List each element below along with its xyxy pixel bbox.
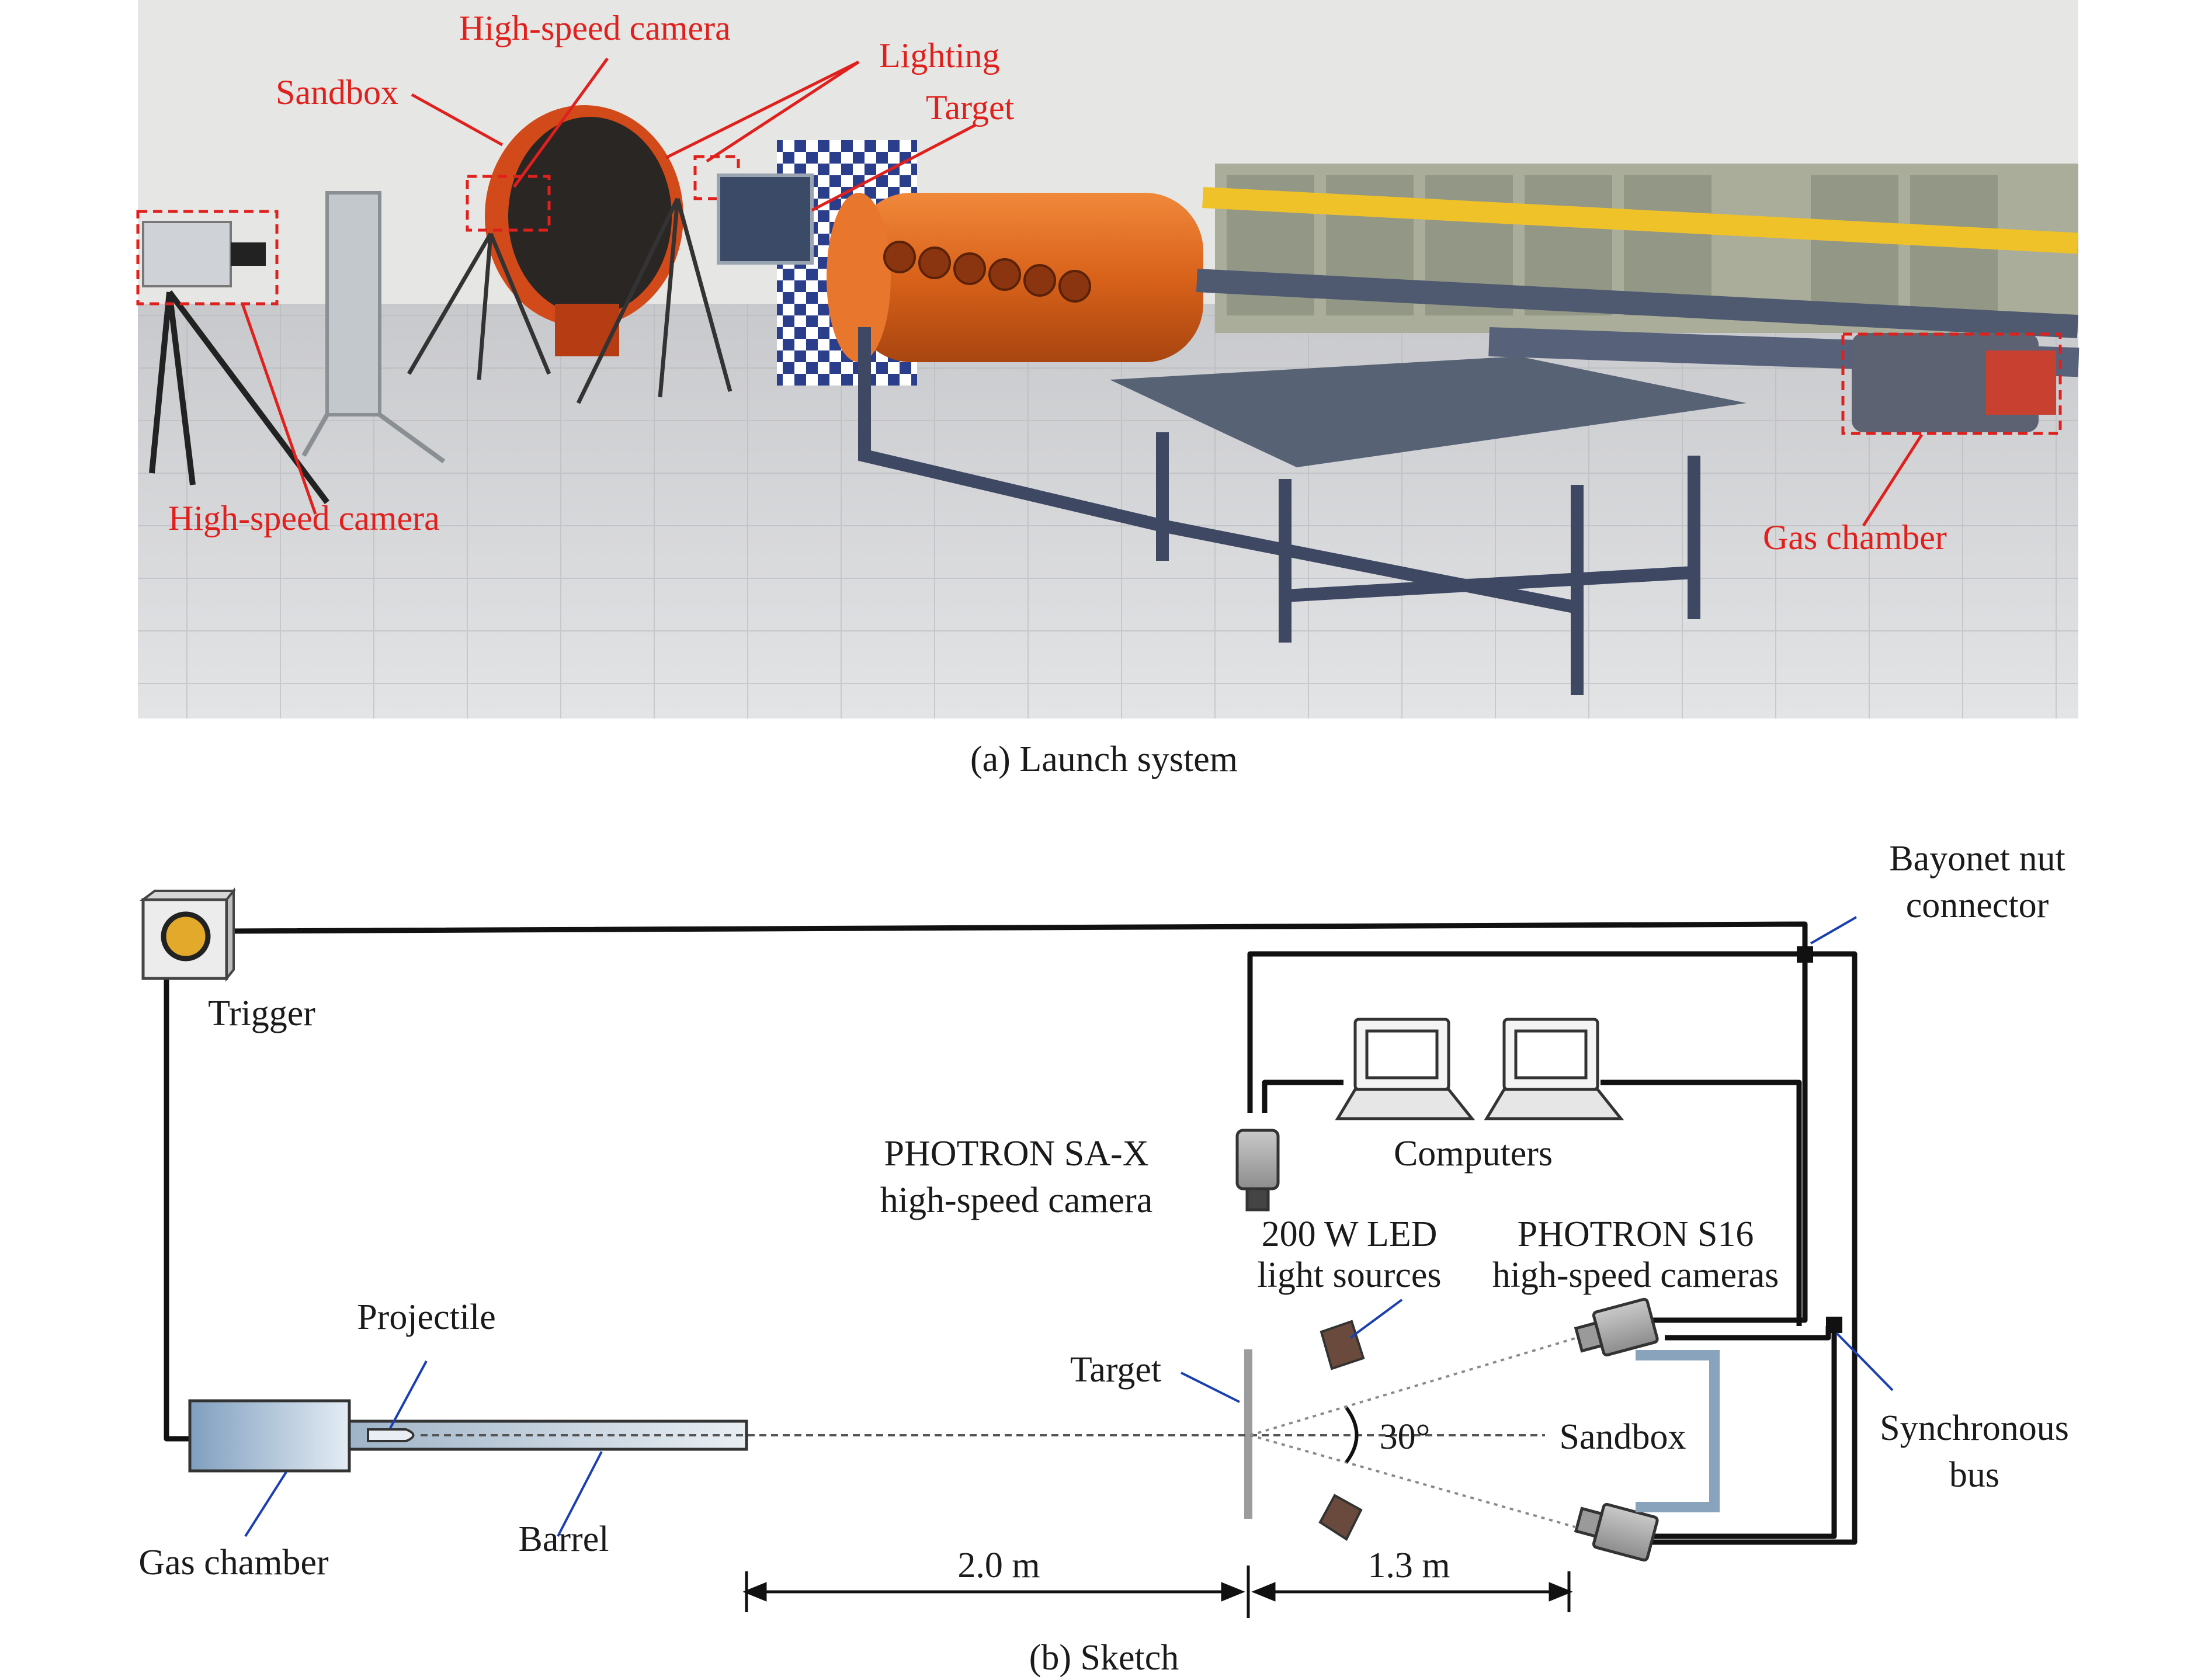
target-plate	[1244, 1349, 1252, 1519]
photo-leader-lines	[241, 57, 1924, 527]
sketch-leader-lines	[244, 916, 1894, 1537]
label-s16-1: PHOTRON S16	[1518, 1214, 1754, 1254]
highlight-box-left-camera	[136, 210, 279, 306]
caption-launch-system: (a) Launch system	[970, 740, 1238, 779]
label-synchronous-bus-1: Synchronous	[1880, 1408, 2069, 1448]
photo-label-gas-chamber: Gas chamber	[1763, 518, 1947, 557]
highlight-box-sandbox-camera	[466, 175, 551, 232]
s16-camera-icon	[1574, 1502, 1659, 1562]
label-sa-x-camera-2: high-speed camera	[880, 1181, 1152, 1220]
label-distance-2m: 2.0 m	[957, 1546, 1040, 1585]
sandbox-bracket	[1636, 1350, 1720, 1512]
photo-label-lighting: Lighting	[879, 36, 1000, 75]
launch-system-photo: Sandbox High-speed camera Lighting Targe…	[136, 0, 2079, 718]
target-plate-photo	[717, 173, 814, 265]
computer-icon	[1484, 1018, 1624, 1120]
led-light-icon	[1318, 1494, 1363, 1541]
sight-lines	[421, 1337, 1578, 1529]
sa-x-camera-icon	[1235, 1129, 1280, 1212]
photo-label-target: Target	[926, 88, 1015, 127]
gas-chamber	[188, 1399, 351, 1473]
label-bayonet-nut-connector-1: Bayonet nut	[1889, 839, 2065, 879]
steel-frame-photo	[858, 327, 1700, 695]
s16-camera-icon	[1574, 1297, 1659, 1357]
cables	[164, 921, 1858, 1545]
label-computers: Computers	[1394, 1134, 1553, 1174]
glass-stand-photo	[301, 191, 446, 464]
label-projectile: Projectile	[357, 1297, 496, 1337]
projectile-icon	[367, 1428, 415, 1442]
photo-label-high-speed-camera-left: High-speed camera	[168, 499, 440, 537]
label-angle: 30°	[1380, 1417, 1431, 1457]
led-light-icon	[1320, 1320, 1365, 1370]
label-s16-2: high-speed cameras	[1492, 1255, 1779, 1295]
table-top-photo	[1110, 356, 1747, 467]
caption-sketch: (b) Sketch	[1029, 1638, 1179, 1678]
label-distance-1-3m: 1.3 m	[1367, 1546, 1450, 1585]
connector-marks	[1797, 946, 1842, 1333]
dimension-lines	[742, 1566, 1573, 1618]
orange-vessel-photo	[827, 193, 1203, 362]
label-trigger: Trigger	[208, 994, 315, 1033]
label-synchronous-bus-2: bus	[1949, 1455, 1999, 1495]
label-led-1: 200 W LED	[1262, 1214, 1438, 1254]
label-led-2: light sources	[1257, 1255, 1441, 1295]
gas-chamber-photo	[1852, 333, 2056, 432]
high-speed-camera-left-photo	[142, 221, 329, 504]
trigger-button-icon[interactable]	[161, 911, 211, 962]
label-barrel: Barrel	[519, 1519, 609, 1559]
label-sa-x-camera-1: PHOTRON SA-X	[884, 1134, 1149, 1174]
label-sandbox: Sandbox	[1560, 1417, 1686, 1457]
photo-label-sandbox: Sandbox	[276, 73, 398, 112]
label-target: Target	[1070, 1350, 1161, 1390]
trigger-box[interactable]	[140, 887, 237, 982]
highlight-box-gas-chamber	[1841, 332, 2062, 435]
computer-icon	[1335, 1018, 1476, 1120]
label-bayonet-nut-connector-2: connector	[1906, 886, 2049, 925]
sketch: Bayonet nut connector Trigger Computers …	[138, 839, 2069, 1618]
photo-label-high-speed-camera-top: High-speed camera	[459, 9, 731, 47]
label-gas-chamber: Gas chamber	[138, 1543, 329, 1582]
tripods-sandbox	[407, 197, 732, 404]
